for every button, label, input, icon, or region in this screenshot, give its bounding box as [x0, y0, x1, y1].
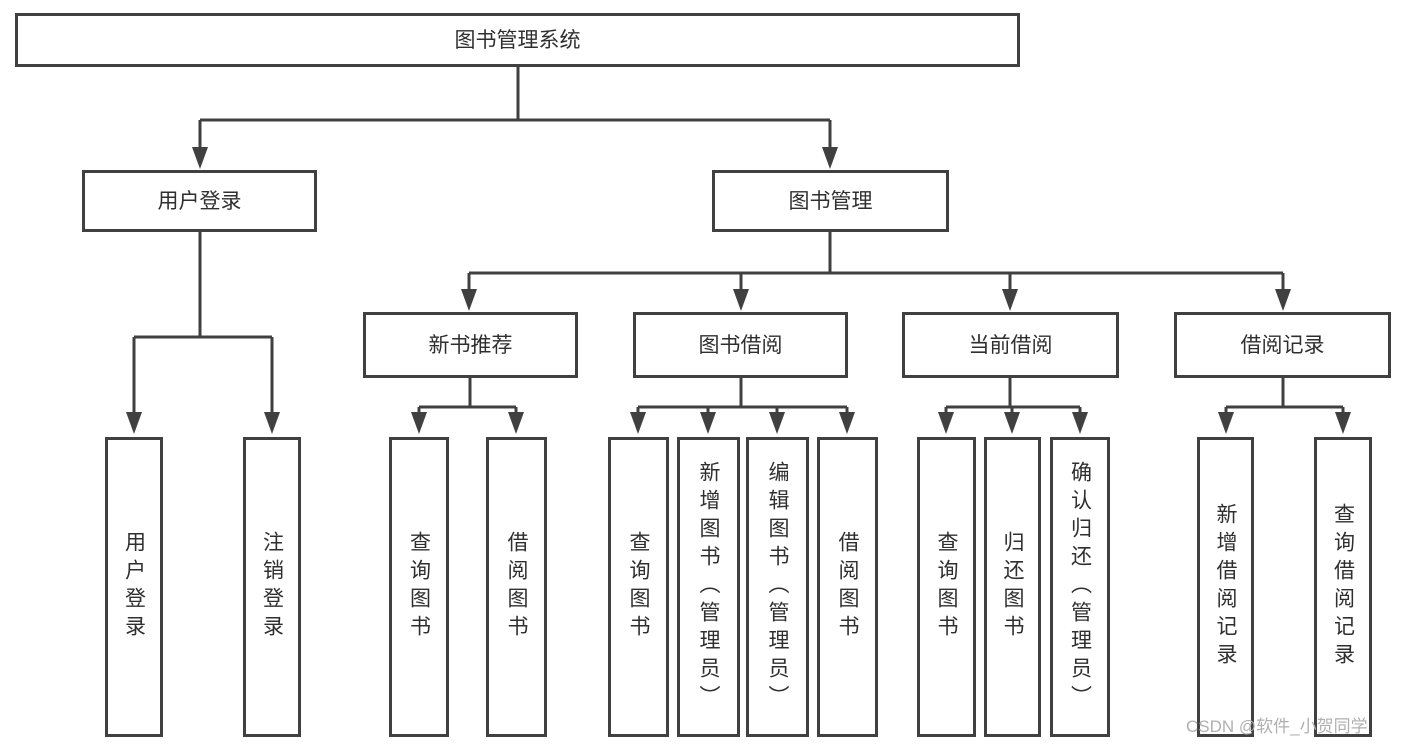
connector-borrow-to-leaves: [630, 378, 855, 434]
node-borrow-records: 借阅记录: [1174, 312, 1391, 378]
leaf-borrow-edit-book-admin: 编辑图书（管理员）: [746, 437, 809, 737]
leaf-current-return-book: 归还图书: [984, 437, 1041, 737]
node-root: 图书管理系统: [15, 13, 1020, 67]
node-new-book-recommend: 新书推荐: [363, 312, 578, 378]
leaf-current-confirm-return-admin: 确认归还（管理员）: [1050, 437, 1110, 737]
leaf-borrow-add-book-admin: 新增图书（管理员）: [677, 437, 740, 737]
connector-mgmt-to-level3: [461, 232, 1291, 311]
leaf-borrow-query-books: 查询图书: [608, 437, 669, 737]
leaf-borrow-borrow-book: 借阅图书: [817, 437, 878, 737]
connector-login-to-leaves: [126, 232, 280, 434]
node-user-login: 用户登录: [82, 170, 317, 232]
leaf-current-query-books: 查询图书: [917, 437, 976, 737]
connector-current-to-leaves: [938, 378, 1088, 434]
connector-root-to-level2: [192, 67, 838, 169]
csdn-watermark: CSDN @软件_小贺同学: [1186, 717, 1368, 736]
leaf-logout: 注销登录: [243, 437, 301, 737]
leaf-records-add-record: 新增借阅记录: [1197, 437, 1254, 737]
node-current-borrow: 当前借阅: [902, 312, 1119, 378]
connector-newbooks-to-leaves: [411, 378, 524, 434]
connector-records-to-leaves: [1218, 378, 1351, 434]
node-book-management: 图书管理: [712, 170, 949, 232]
node-book-borrow: 图书借阅: [633, 312, 848, 378]
leaf-records-query-record: 查询借阅记录: [1314, 437, 1372, 737]
leaf-newbooks-borrow-book: 借阅图书: [486, 437, 547, 737]
leaf-newbooks-query-books: 查询图书: [389, 437, 449, 737]
leaf-user-login: 用户登录: [105, 437, 163, 737]
